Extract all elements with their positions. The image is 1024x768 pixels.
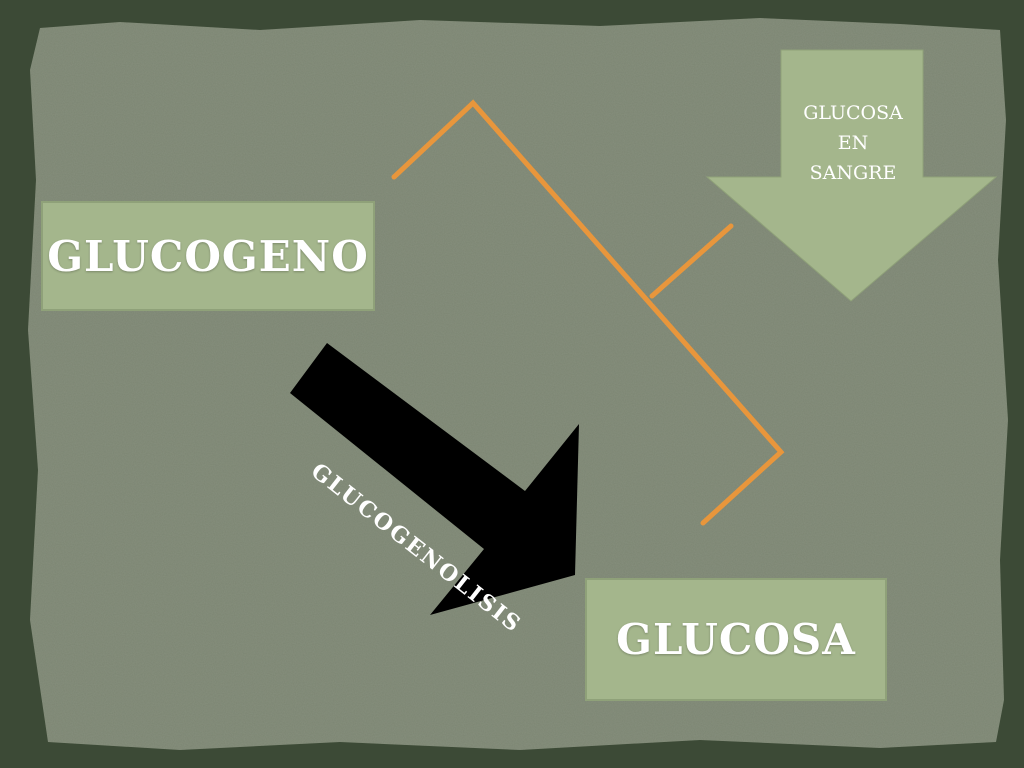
glucogenolisis-arrow — [290, 343, 579, 615]
blood-label-line-3: SANGRE — [809, 162, 897, 184]
connector-line-branch — [649, 223, 734, 299]
blood-glucose-arrow — [705, 49, 998, 302]
blood-glucose-label: GLUCOSA EN SANGRE — [770, 98, 936, 188]
blood-label-line-1: GLUCOSA — [803, 102, 903, 124]
glucosa-label: GLUCOSA — [616, 615, 856, 664]
glucosa-box: GLUCOSA — [585, 578, 887, 701]
glucogeno-box: GLUCOGENO — [41, 201, 375, 311]
blood-label-line-2: EN — [837, 132, 869, 154]
glucogeno-label: GLUCOGENO — [47, 231, 369, 281]
connector-line-main — [391, 99, 785, 526]
